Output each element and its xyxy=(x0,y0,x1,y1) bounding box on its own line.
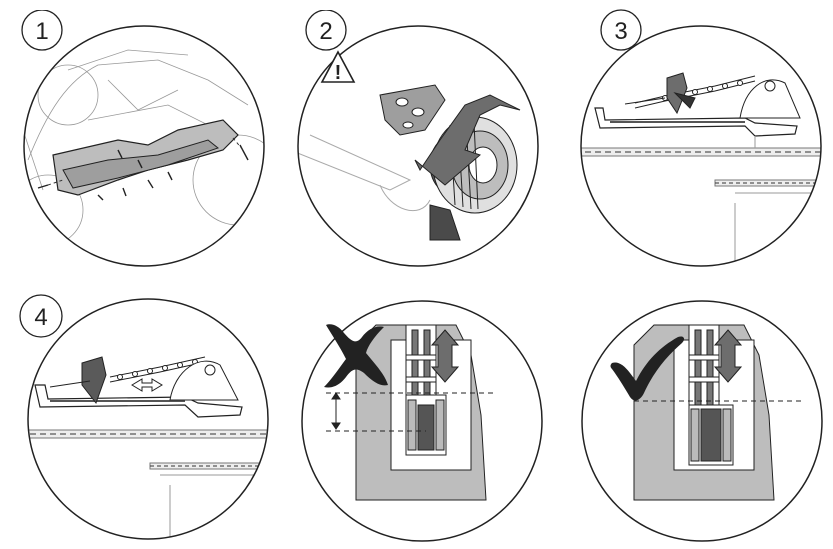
correct-alignment-illustration xyxy=(581,300,823,542)
chain-icon xyxy=(688,324,720,411)
svg-text:4: 4 xyxy=(34,304,47,331)
svg-text:2: 2 xyxy=(319,18,332,45)
step-3-panel: 3 xyxy=(565,8,829,272)
warning-icon: ! xyxy=(320,50,356,84)
chain-icon xyxy=(109,356,206,383)
wrong-cross-icon xyxy=(324,324,388,388)
step-2-illustration: ! 2 xyxy=(297,10,539,267)
lower-chain-icon xyxy=(28,429,268,470)
up-down-arrow-icon xyxy=(430,329,460,383)
step-4-panel: 4 xyxy=(10,285,280,547)
wrong-alignment-illustration xyxy=(301,300,543,542)
slide-arrow-icon xyxy=(131,378,163,392)
step-2-panel: ! 2 xyxy=(290,10,550,272)
wrong-alignment-panel xyxy=(296,285,546,547)
step-3-illustration: 3 xyxy=(580,9,822,267)
step-2-badge: 2 xyxy=(305,10,347,51)
svg-text:1: 1 xyxy=(35,18,48,45)
chain-icon xyxy=(634,75,756,109)
adjuster-knob-icon xyxy=(81,356,107,405)
up-down-arrow-icon xyxy=(713,329,743,383)
step-3-badge: 3 xyxy=(600,9,642,51)
lower-chain-icon xyxy=(581,147,821,187)
svg-text:!: ! xyxy=(335,62,342,84)
step-4-illustration: 4 xyxy=(19,294,269,540)
step-1-panel: 1 xyxy=(8,10,278,272)
step-1-badge: 1 xyxy=(21,10,63,51)
rotate-arrow-icon xyxy=(414,94,521,186)
correct-check-icon xyxy=(610,336,685,401)
gap-indicator-icon xyxy=(331,392,341,430)
screw-icons xyxy=(37,144,249,201)
correct-alignment-panel xyxy=(574,285,829,547)
svg-text:3: 3 xyxy=(614,18,627,45)
step-1-illustration: 1 xyxy=(21,10,265,267)
step-4-badge: 4 xyxy=(19,294,63,338)
